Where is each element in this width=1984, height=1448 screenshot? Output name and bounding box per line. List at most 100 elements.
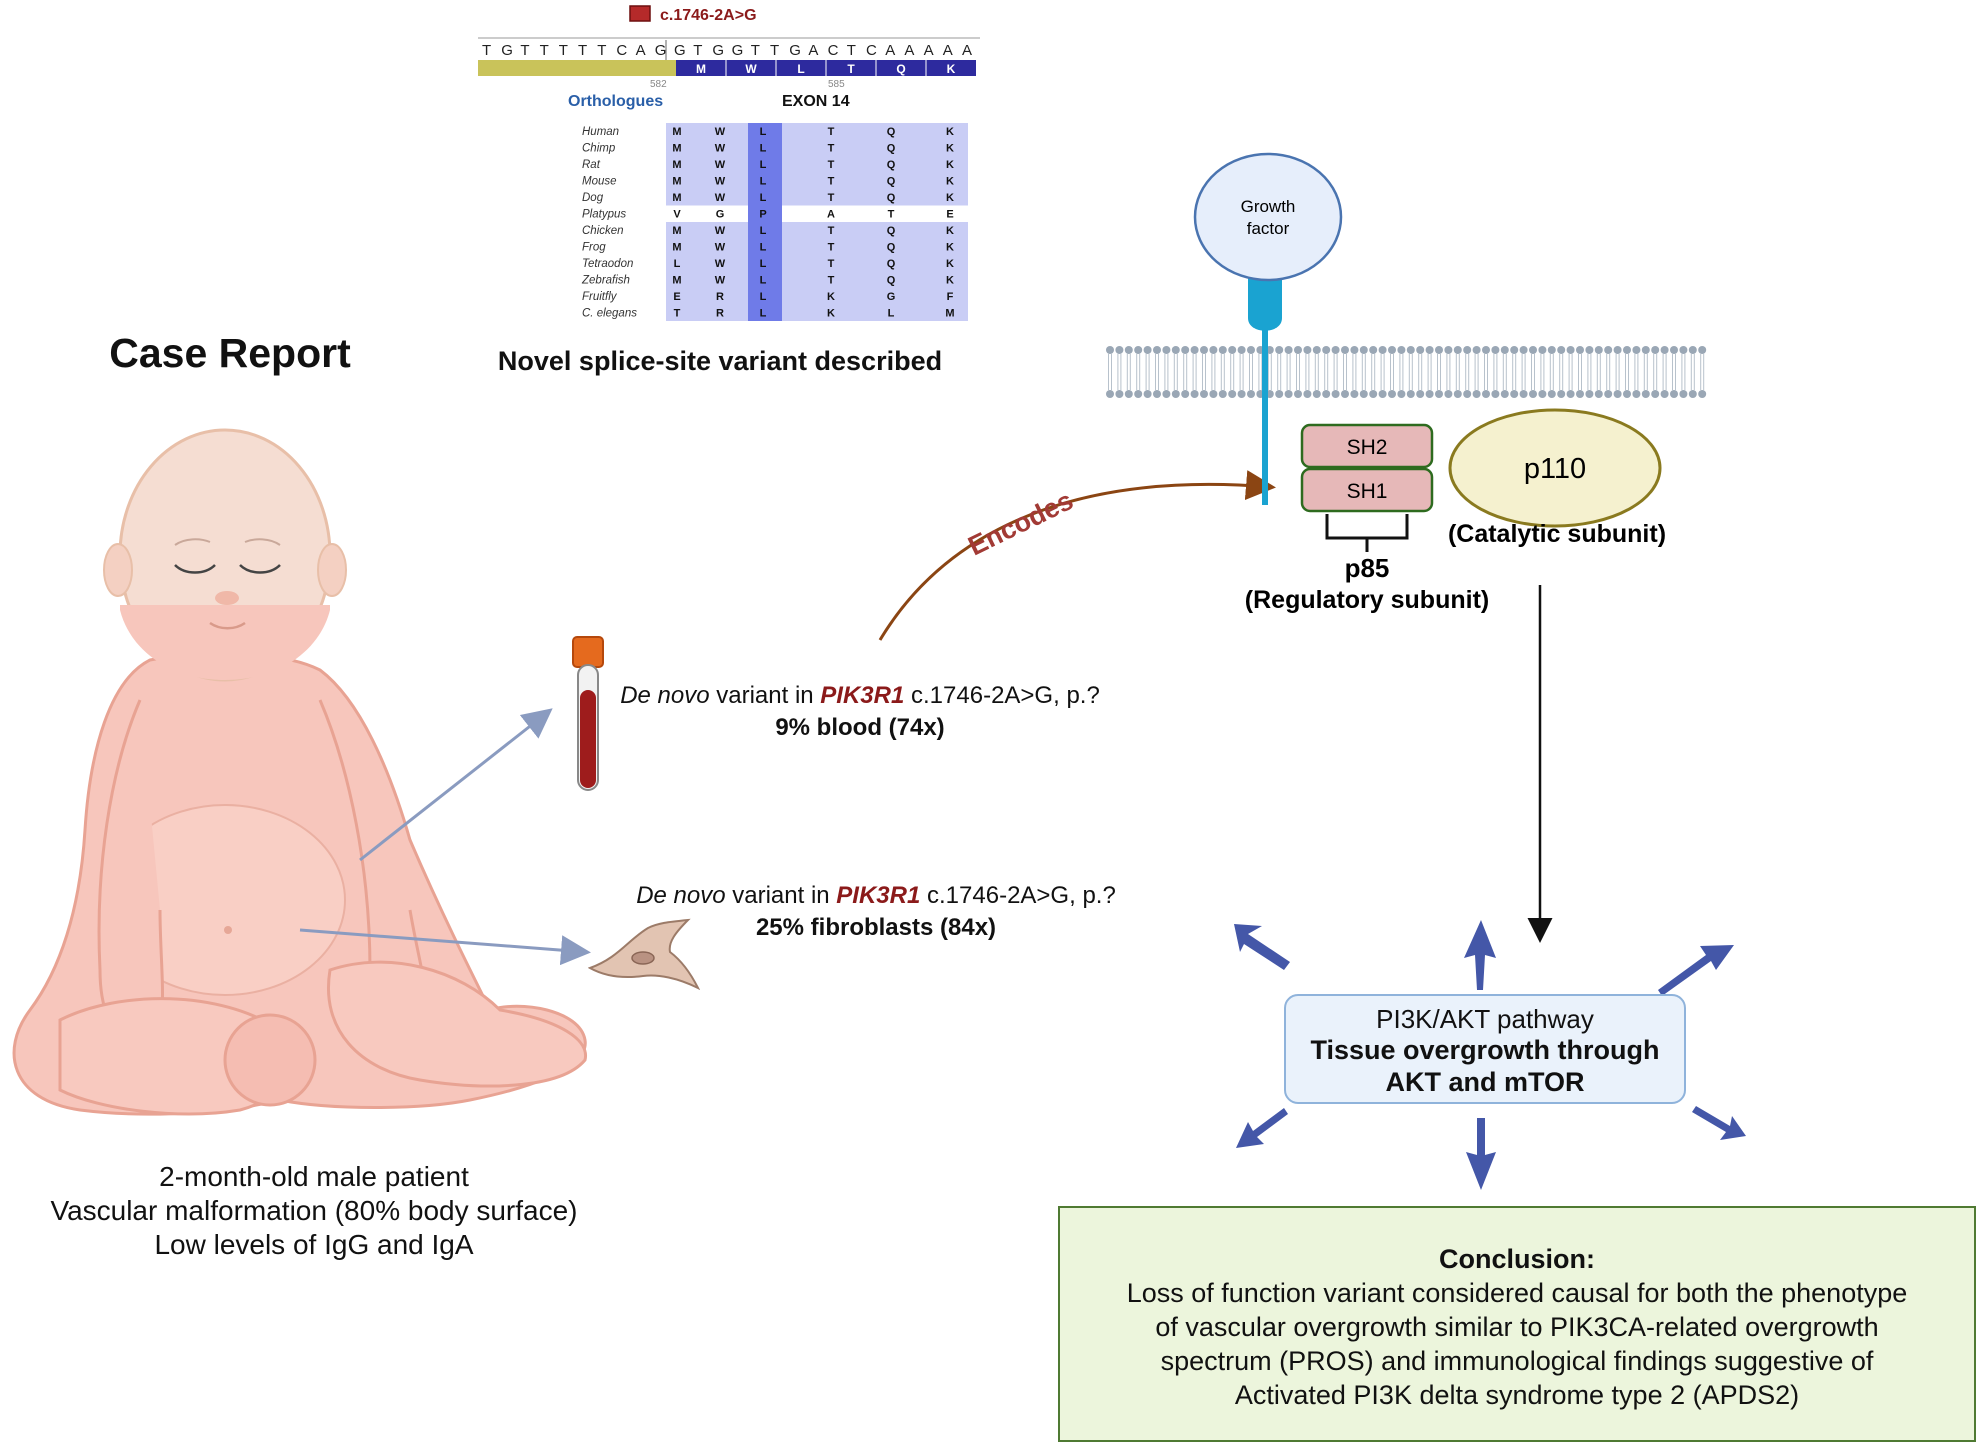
lipid-head	[1594, 390, 1603, 398]
alignment-residue: P	[759, 209, 766, 221]
lipid-head	[1406, 346, 1415, 354]
lipid-head	[1613, 390, 1622, 398]
lipid-head	[1218, 390, 1227, 398]
dna-base: T	[540, 42, 549, 59]
lipid-head	[1679, 390, 1688, 398]
lipid-head	[1585, 346, 1594, 354]
lipid-head	[1529, 390, 1537, 398]
blood-tube-icon	[572, 636, 604, 791]
species-label: Zebrafish	[581, 275, 630, 287]
lipid-head	[1688, 346, 1697, 354]
lipid-head	[1115, 390, 1124, 398]
alignment-residue: G	[887, 291, 896, 303]
lipid-head	[1651, 390, 1660, 398]
alignment-residue: L	[760, 291, 767, 303]
lipid-head	[1538, 346, 1547, 354]
lipid-head	[1482, 390, 1490, 398]
alignment-residue: E	[946, 209, 953, 221]
pathway-arrows	[1234, 920, 1746, 1190]
alignment-residue: Q	[887, 242, 896, 254]
amino-acid-residue: W	[745, 62, 757, 76]
growth-factor-line2: factor	[1247, 219, 1290, 238]
lipid-head	[1688, 390, 1697, 398]
arrow-to-fibroblast	[299, 928, 591, 966]
pathway-box: PI3K/AKT pathway Tissue overgrowth throu…	[1284, 994, 1686, 1104]
alignment-residue: L	[760, 192, 767, 204]
lipid-head	[1209, 390, 1218, 398]
blood-hgvs: c.1746-2A>G, p.?	[904, 682, 1100, 709]
alignment-residue: T	[828, 159, 835, 171]
lipid-head	[1200, 390, 1208, 398]
blood-variant-text: De novo variant in PIK3R1 c.1746-2A>G, p…	[610, 680, 1110, 744]
lipid-head	[1143, 390, 1152, 398]
fibroblast-variant-in: variant in	[725, 882, 837, 909]
alignment-residue: K	[946, 126, 954, 138]
alignment-residue: M	[945, 308, 954, 320]
alignment-residue: T	[828, 126, 835, 138]
lipid-head	[1237, 346, 1246, 354]
lipid-head	[1660, 346, 1669, 354]
lipid-head	[1388, 390, 1396, 398]
lipid-head	[1190, 346, 1199, 354]
alignment-residue: W	[715, 159, 726, 171]
conservation-band	[666, 271, 968, 288]
lipid-head	[1491, 346, 1500, 354]
conclusion-line-2: of vascular overgrowth similar to PIK3CA…	[1155, 1312, 1879, 1342]
lipid-head	[1416, 390, 1425, 398]
patient-description: 2-month-old male patient Vascular malfor…	[0, 1160, 628, 1262]
blood-denovo: De novo	[620, 682, 710, 709]
alignment-residue: M	[672, 143, 681, 155]
lipid-head	[1594, 346, 1603, 354]
fibroblast-denovo: De novo	[636, 882, 726, 909]
lipid-head	[1228, 390, 1237, 398]
lipid-head	[1294, 346, 1302, 354]
conclusion-heading: Conclusion:	[1439, 1244, 1595, 1274]
amino-acid-residue: L	[797, 62, 804, 76]
conservation-band	[666, 156, 968, 173]
dna-base: T	[482, 42, 491, 59]
lipid-head	[1623, 390, 1631, 398]
lipid-head	[1228, 346, 1237, 354]
alignment-residue: G	[716, 209, 725, 221]
species-label: C. elegans	[582, 308, 637, 320]
alignment-residue: K	[946, 192, 954, 204]
alignment-residue: L	[760, 126, 767, 138]
dna-base: A	[885, 42, 895, 59]
dna-base: G	[732, 42, 744, 59]
cell-membrane	[1106, 346, 1707, 398]
lipid-head	[1604, 390, 1613, 398]
alignment-residue: T	[674, 308, 681, 320]
lipid-head	[1463, 390, 1472, 398]
encodes-label-svg: Encodes	[963, 485, 1077, 561]
dna-base: G	[789, 42, 801, 59]
alignment-residue: W	[715, 242, 726, 254]
lipid-head	[1322, 390, 1331, 398]
lipid-head	[1529, 346, 1537, 354]
lipid-head	[1350, 346, 1359, 354]
lipid-head	[1435, 346, 1443, 354]
alignment-residue: T	[828, 275, 835, 287]
lipid-head	[1200, 346, 1208, 354]
conservation-band	[666, 222, 968, 239]
arrow-up-right	[1658, 945, 1734, 996]
intron-bar	[478, 60, 676, 76]
dna-base: G	[674, 42, 686, 59]
alignment-residue: T	[828, 258, 835, 270]
lipid-head	[1397, 390, 1406, 398]
alignment-residue: Q	[887, 143, 896, 155]
blood-variant-in: variant in	[709, 682, 821, 709]
alignment-residue: Q	[887, 126, 896, 138]
baby-illustration	[12, 428, 587, 1116]
lipid-head	[1359, 390, 1368, 398]
alignment-residue: M	[672, 225, 681, 237]
lipid-head	[1679, 346, 1688, 354]
lipid-head	[1341, 390, 1349, 398]
lipid-head	[1369, 390, 1378, 398]
lipid-head	[1134, 390, 1143, 398]
alignment-residue: T	[888, 209, 895, 221]
p85-bracket	[1325, 514, 1409, 552]
alignment-residue: V	[673, 209, 681, 221]
lipid-head	[1247, 390, 1255, 398]
dna-base: T	[693, 42, 702, 59]
